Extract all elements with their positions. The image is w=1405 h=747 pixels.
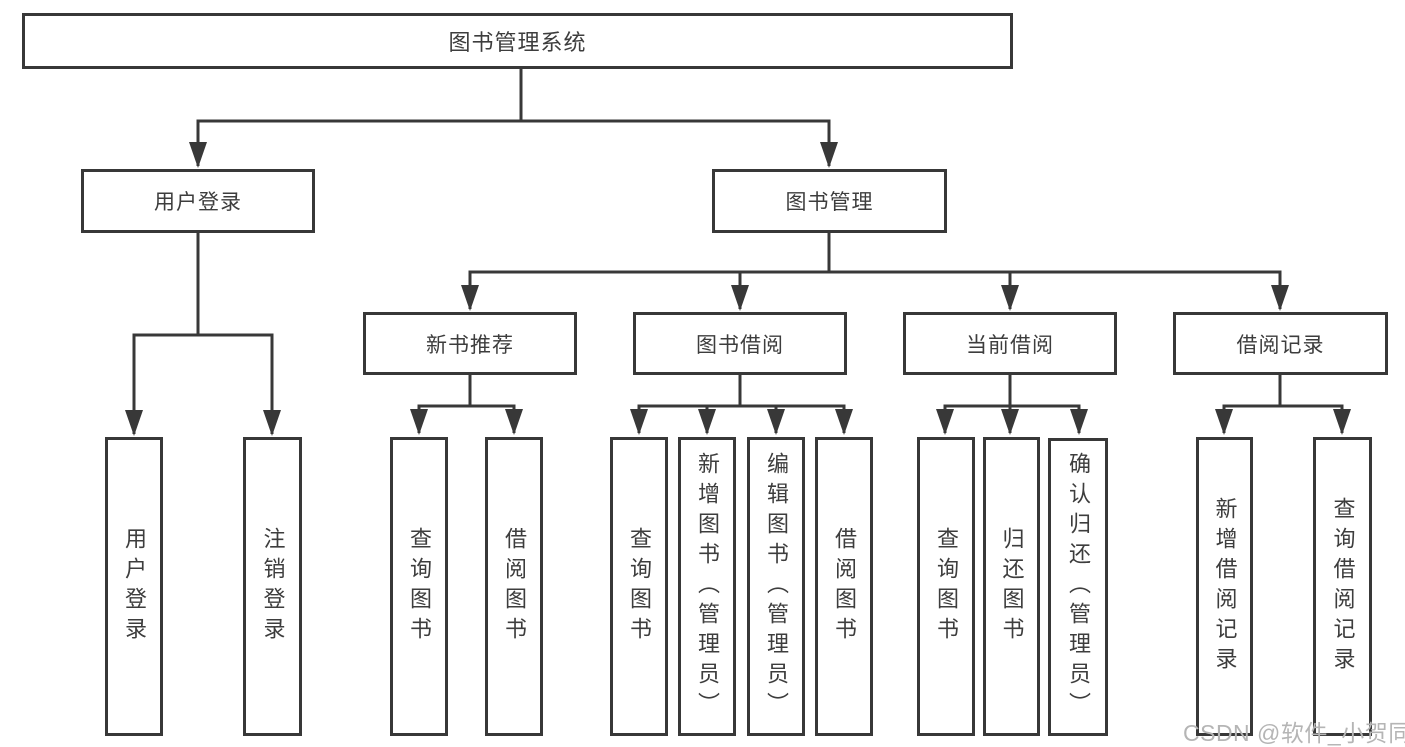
node-leaf-current-confirm-return-admin: 确认归还（管理员） <box>1048 438 1108 736</box>
node-leaf-recommend-query-books: 查询图书 <box>390 437 448 736</box>
node-leaf-current-return-books: 归还图书 <box>983 437 1040 736</box>
leaf-label: 编辑图书（管理员） <box>764 451 789 722</box>
node-current-borrowing: 当前借阅 <box>903 312 1117 375</box>
leaf-label: 查询图书 <box>407 526 432 647</box>
leaf-label: 确认归还（管理员） <box>1066 452 1091 722</box>
node-leaf-records-add-record: 新增借阅记录 <box>1196 437 1253 736</box>
node-root-system: 图书管理系统 <box>22 13 1013 69</box>
leaf-label: 新增借阅记录 <box>1212 496 1238 677</box>
node-book-management-module: 图书管理 <box>712 169 947 233</box>
connector-current-children <box>936 375 1088 435</box>
leaf-label: 新增图书（管理员） <box>695 451 720 722</box>
connector-borrowing-children <box>630 375 853 435</box>
node-leaf-borrowing-borrow-books: 借阅图书 <box>815 437 873 736</box>
leaf-label: 注销登录 <box>260 526 286 647</box>
leaf-label: 查询借阅记录 <box>1330 496 1356 677</box>
csdn-watermark: CSDN @软件_小贺同学 <box>1183 720 1405 746</box>
connector-books-to-level2 <box>461 233 1289 311</box>
node-leaf-records-query-record: 查询借阅记录 <box>1313 437 1372 736</box>
leaf-label: 借阅图书 <box>832 526 857 647</box>
node-leaf-borrowing-query-books: 查询图书 <box>610 437 668 736</box>
connector-user-branch <box>125 233 281 436</box>
node-leaf-logout: 注销登录 <box>243 437 302 736</box>
leaf-label: 查询图书 <box>627 526 652 647</box>
node-leaf-current-query-books: 查询图书 <box>917 437 975 736</box>
node-user-login-module: 用户登录 <box>81 169 315 233</box>
node-borrowing-records: 借阅记录 <box>1173 312 1388 375</box>
leaf-label: 借阅图书 <box>502 526 527 647</box>
leaf-label: 归还图书 <box>999 526 1025 647</box>
node-new-book-recommend: 新书推荐 <box>363 312 577 375</box>
node-book-borrowing: 图书借阅 <box>633 312 847 375</box>
connector-root-to-level1 <box>189 69 838 168</box>
connector-records-children <box>1215 375 1351 435</box>
node-leaf-user-login: 用户登录 <box>105 437 163 736</box>
leaf-label: 查询图书 <box>934 526 959 647</box>
node-leaf-borrowing-add-books-admin: 新增图书（管理员） <box>678 437 736 736</box>
leaf-label: 用户登录 <box>122 526 147 647</box>
connector-recommend-children <box>410 375 523 435</box>
node-leaf-recommend-borrow-books: 借阅图书 <box>485 437 543 736</box>
node-leaf-borrowing-edit-books-admin: 编辑图书（管理员） <box>747 437 805 736</box>
